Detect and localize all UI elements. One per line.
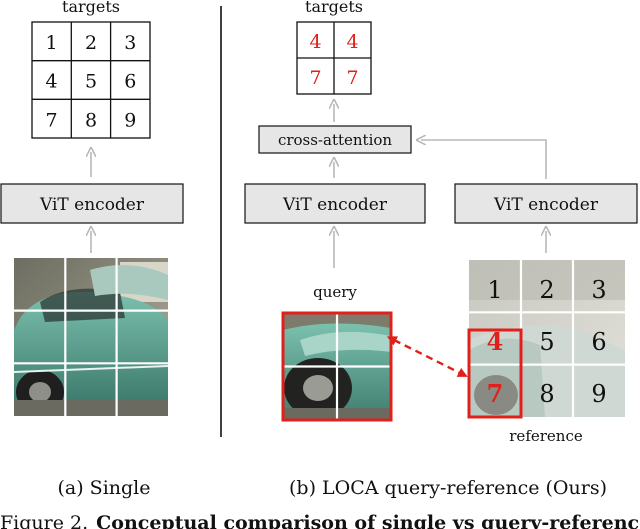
grid-cell: 4	[46, 71, 58, 93]
query-vit-encoder-box	[244, 183, 426, 224]
right-target-grid: 4 4 7 7	[296, 21, 372, 95]
reference-label: reference	[509, 427, 583, 445]
reference-cell: 1	[487, 276, 502, 304]
reference-vit-encoder-label: ViT encoder	[493, 195, 599, 215]
left-vit-encoder-label: ViT encoder	[39, 195, 145, 215]
figure-caption-prefix: Figure 2.	[0, 512, 88, 529]
reference-cell: 9	[591, 380, 606, 408]
reference-cell: 3	[591, 276, 606, 304]
reference-cell: 8	[539, 380, 554, 408]
grid-cell: 1	[46, 32, 58, 54]
reference-cell: 6	[591, 328, 606, 356]
grid-cell: 2	[85, 32, 97, 54]
reference-highlight-frame	[467, 328, 523, 419]
car-photo-single	[14, 258, 168, 416]
reference-vit-encoder-box	[454, 183, 638, 224]
query-vit-encoder-label: ViT encoder	[282, 195, 388, 215]
caption-loca: (b) LOCA query-reference (Ours)	[289, 477, 607, 499]
grid-cell: 3	[124, 32, 136, 54]
figure-caption: Figure 2. Conceptual comparison of single…	[0, 512, 640, 529]
single-grid-lines	[14, 258, 168, 416]
reference-grid-numbers: 1 2 3 4 5 6 7 8 9	[487, 276, 607, 408]
query-grid-lines	[283, 313, 391, 420]
left-vit-encoder-box	[0, 183, 184, 224]
cross-attention-box	[258, 125, 412, 154]
query-label: query	[313, 283, 357, 301]
grid-cell: 8	[85, 109, 97, 131]
grid-cell: 7	[46, 109, 58, 131]
target-cell: 4	[346, 31, 358, 53]
arrow-reference-to-cross-attention	[421, 140, 547, 179]
reference-cell-highlighted: 4	[487, 327, 504, 356]
caption-single: (a) Single	[57, 477, 150, 499]
reference-cell: 5	[539, 328, 554, 356]
reference-cell-highlighted: 7	[487, 379, 504, 408]
grid-cell: 9	[124, 109, 136, 131]
grid-cell: 6	[124, 71, 136, 93]
target-cell: 7	[346, 67, 358, 89]
target-cell: 4	[309, 31, 321, 53]
left-target-grid: 1 2 3 4 5 6 7 8 9	[31, 21, 151, 139]
car-photo-reference	[469, 260, 625, 417]
target-cell: 7	[309, 67, 321, 89]
reference-cell: 2	[539, 276, 554, 304]
grid-cell: 5	[85, 71, 97, 93]
figure-caption-bold: Conceptual comparison of single vs query…	[96, 512, 640, 529]
right-targets-label: targets	[305, 0, 363, 16]
cross-attention-label: cross-attention	[278, 131, 392, 149]
query-reference-correspondence-arrow	[386, 336, 468, 378]
left-targets-label: targets	[62, 0, 120, 16]
